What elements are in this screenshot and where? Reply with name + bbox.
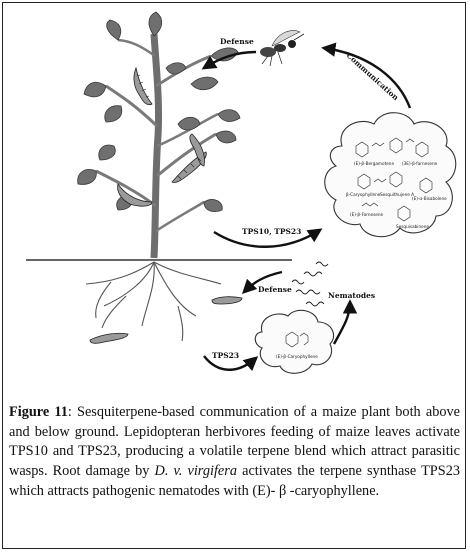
figure-illustration: (E)-β-Bergamotene (3E)-β-farnesene β-Car… xyxy=(6,6,462,396)
caryophyllene-cloud xyxy=(254,309,335,374)
defense-label-top: Defense xyxy=(220,37,254,46)
compound-label: β-Caryophyllene xyxy=(346,192,381,197)
molecule-structures xyxy=(355,137,433,222)
tps10-tps23-label: TPS10, TPS23 xyxy=(242,227,301,236)
nematodes-illustration xyxy=(291,261,329,307)
terpene-blend-cloud xyxy=(324,112,457,238)
parasitic-wasp-illustration xyxy=(260,30,305,67)
tps23-label: TPS23 xyxy=(212,351,239,360)
compound-label: Sesquisabinene xyxy=(396,224,429,229)
compound-label: (E)-β-Caryophyllene xyxy=(276,354,318,359)
caption-text: activates the terpene synthase TPS23 whi… xyxy=(9,463,460,499)
interaction-arrows xyxy=(201,42,412,372)
rootworm-larva xyxy=(211,296,243,305)
compound-label: Sesquithujene A xyxy=(380,192,414,197)
defense-label-bottom: Defense xyxy=(258,285,292,294)
figure-frame xyxy=(2,2,466,549)
maize-plant-illustration xyxy=(77,11,241,259)
compound-label: (E)-α-Bisabolene xyxy=(412,196,447,201)
figure-number: Figure 11 xyxy=(9,404,68,420)
maize-roots-illustration xyxy=(85,261,222,342)
figure-caption: Figure 11: Sesquiterpene-based communica… xyxy=(9,403,460,502)
caption-text: : Sesquiterpene-based communication of a… xyxy=(9,404,460,480)
rootworm-larva xyxy=(89,332,129,344)
communication-label: Communication xyxy=(345,51,401,103)
compound-label: (3E)-β-farnesene xyxy=(402,161,438,166)
compound-label: (E)-β-Bergamotene xyxy=(354,161,394,166)
species-name: D. v. virgifera xyxy=(154,463,237,480)
compound-label: (E)-β-Farnesene xyxy=(350,212,383,217)
nematodes-label: Nematodes xyxy=(328,291,375,300)
